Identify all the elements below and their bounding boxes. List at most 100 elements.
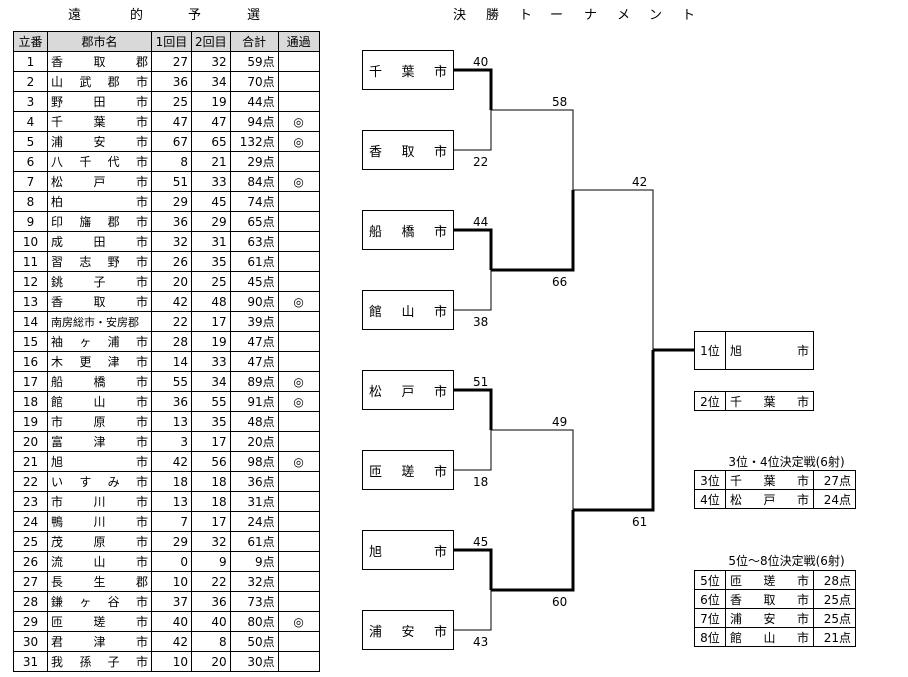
prelim-total: 9点	[229, 551, 279, 572]
rank-label: 5位	[694, 570, 726, 590]
rank-name: 千葉市	[725, 470, 814, 490]
score-label: 40	[473, 55, 489, 69]
winner-line	[573, 350, 655, 512]
rank-score: 21点	[813, 627, 856, 647]
prelim-name: 袖ヶ浦市	[47, 331, 152, 352]
tournament-title-char: ー	[550, 8, 564, 23]
score-label: 43	[473, 635, 489, 649]
tournament-title-char: メ	[617, 8, 631, 23]
score-label: 60	[552, 595, 568, 609]
prelim-round1: 51	[151, 171, 192, 192]
rank-label: 6位	[694, 589, 726, 609]
prelim-total: 74点	[229, 191, 279, 212]
prelim-round1: 28	[151, 331, 192, 352]
prelim-round1: 40	[151, 611, 192, 632]
prelim-round2: 18	[191, 491, 231, 512]
tournament-title-char: ナ	[584, 8, 598, 23]
bracket-line	[454, 590, 492, 631]
rank-label: 3位	[694, 470, 726, 490]
bracket-line	[454, 270, 492, 311]
third-place-title: 3位・4位決定戦(6射)	[728, 455, 845, 469]
bracket-line	[454, 430, 492, 471]
rank-label: 7位	[694, 608, 726, 628]
bracket-team-name: 浦安市	[369, 624, 447, 640]
bracket-line	[573, 189, 654, 350]
prelim-round2: 33	[191, 171, 231, 192]
prelim-total: 80点	[229, 611, 279, 632]
prelim-name: 市原市	[47, 411, 152, 432]
prelim-total: 94点	[229, 111, 279, 132]
winner-line	[491, 510, 575, 592]
header-no: 立番	[13, 31, 48, 52]
rank-name: 浦安市	[725, 608, 814, 628]
prelim-round1: 55	[151, 371, 192, 392]
prelim-pass	[277, 651, 320, 672]
prelim-title-char: 遠	[68, 8, 82, 23]
bracket-team-name: 松戸市	[369, 384, 447, 400]
prelim-name: 我孫子市	[47, 651, 152, 672]
rank-name-text: 旭市	[730, 344, 809, 358]
rank-label: 2位	[694, 391, 726, 411]
second-place-row: 2位 千葉市	[694, 391, 814, 411]
prelim-no: 25	[13, 531, 48, 552]
prelim-total: 20点	[229, 431, 279, 452]
rank-name: 香取市	[725, 589, 814, 609]
prelim-name: 香取郡	[47, 51, 152, 72]
prelim-round2: 17	[191, 431, 231, 452]
score-label: 22	[473, 155, 489, 169]
prelim-total: 61点	[229, 251, 279, 272]
rank-score: 25点	[813, 608, 856, 628]
bracket-team-box: 旭市	[362, 530, 454, 570]
prelim-round2: 45	[191, 191, 231, 212]
prelim-name: 旭市	[47, 451, 152, 472]
prelim-round2: 22	[191, 571, 231, 592]
prelim-round1: 37	[151, 591, 192, 612]
prelim-round2: 40	[191, 611, 231, 632]
bracket-team-box: 千葉市	[362, 50, 454, 90]
rank-name: 匝瑳市	[725, 570, 814, 590]
score-label: 38	[473, 315, 489, 329]
winner-line	[454, 548, 493, 590]
bracket-line	[491, 429, 574, 510]
prelim-total: 132点	[229, 131, 279, 152]
tournament-title-char: 決	[453, 8, 467, 23]
bracket-team-name: 匝瑳市	[369, 464, 447, 480]
bracket-team-name: 千葉市	[369, 64, 447, 80]
rank-name-text: 千葉市	[730, 394, 809, 409]
score-label: 61	[632, 515, 648, 529]
prelim-total: 73点	[229, 591, 279, 612]
header-round2: 2回目	[191, 31, 231, 52]
first-place-row: 1位 旭市	[694, 331, 814, 370]
score-label: 45	[473, 535, 489, 549]
prelim-no: 30	[13, 631, 48, 652]
prelim-round2: 20	[191, 651, 231, 672]
prelim-round1: 20	[151, 271, 192, 292]
bracket-team-box: 館山市	[362, 290, 454, 330]
bracket-team-box: 匝瑳市	[362, 450, 454, 490]
prelim-pass: ◎	[277, 611, 320, 632]
prelim-round2: 48	[191, 291, 231, 312]
prelim-round1: 47	[151, 111, 192, 132]
prelim-round1: 14	[151, 351, 192, 372]
bracket-team-name: 香取市	[369, 144, 447, 160]
rank-name: 館山市	[725, 627, 814, 647]
first-place-table: 1位 旭市	[694, 331, 814, 370]
